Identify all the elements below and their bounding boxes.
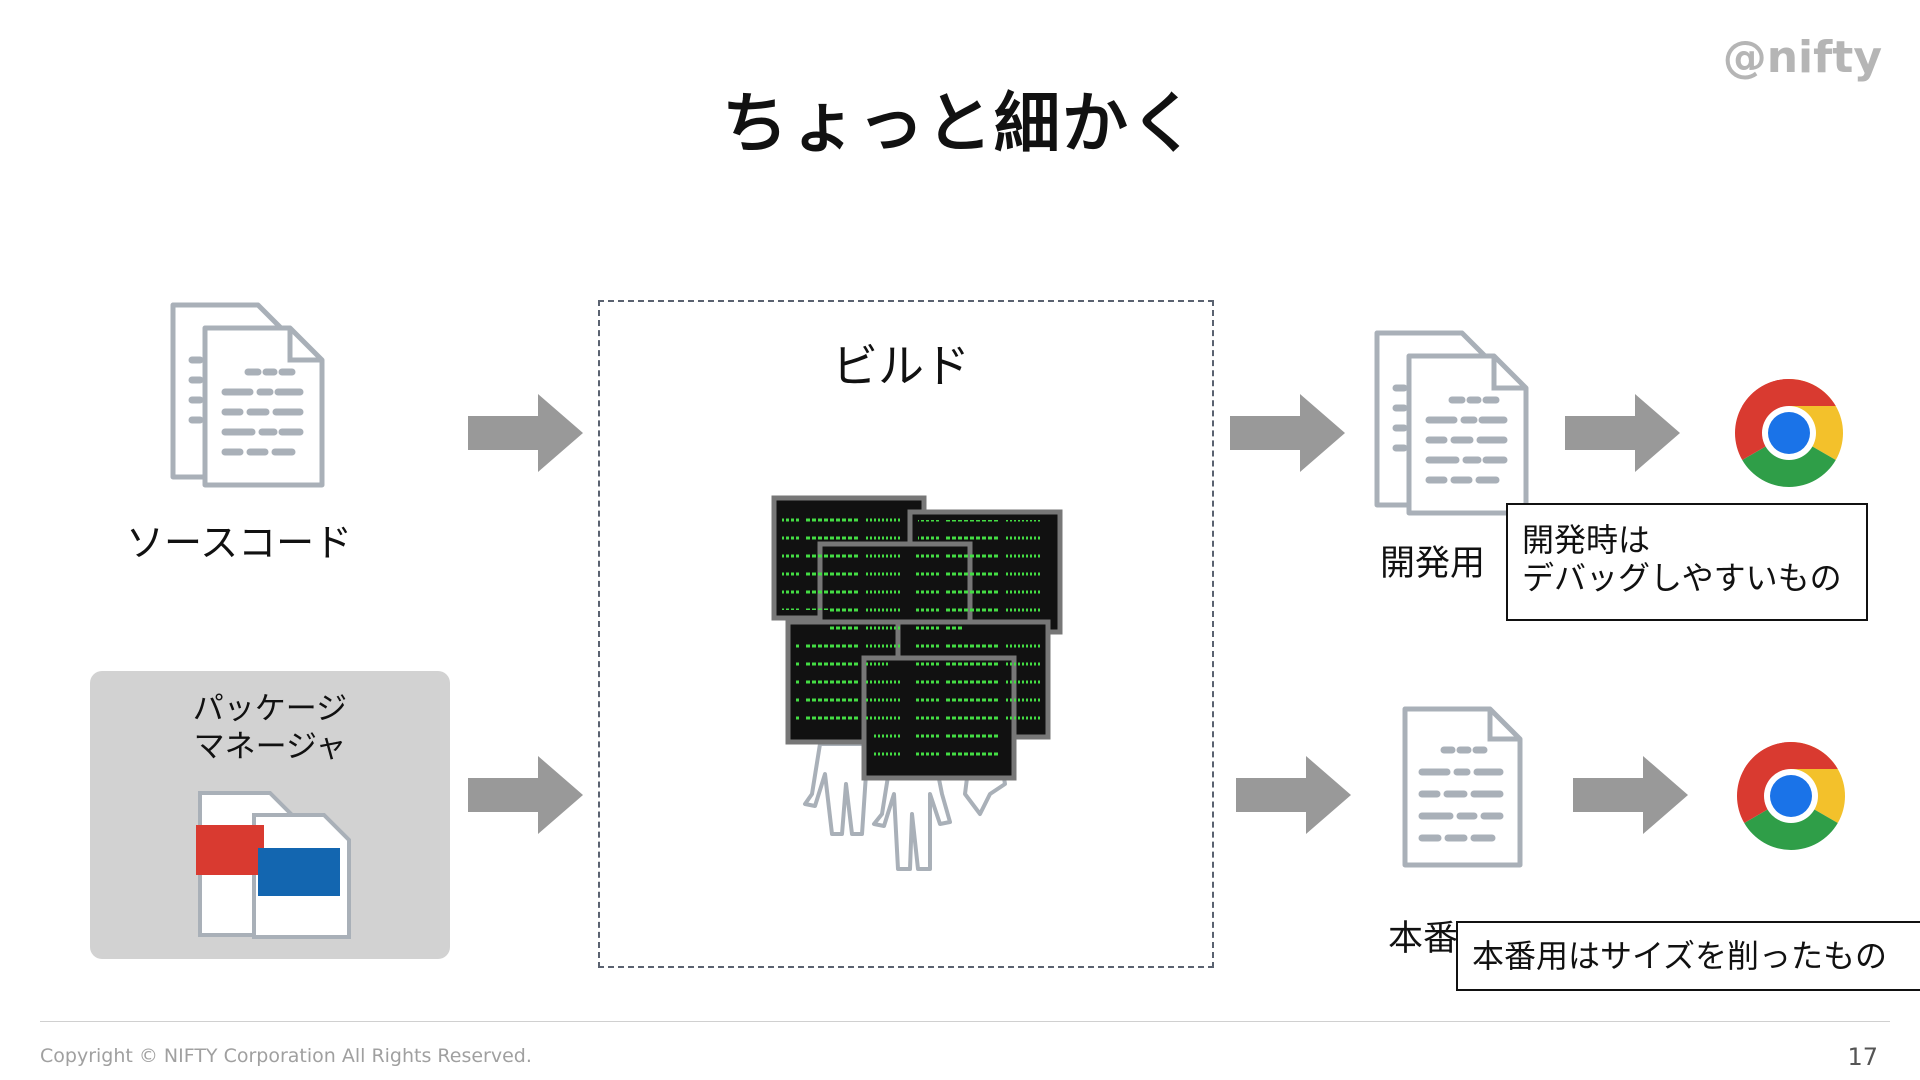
dev-note: 開発時は デバッグしやすいもの [1506,503,1868,621]
package-manager-label-line1: パッケージ [192,691,348,727]
chrome-icon [1734,378,1844,488]
terminal-crowd-icon [771,495,1063,871]
build-box [598,300,1214,968]
arrow-right-icon [468,756,583,834]
package-manager-label-line2: マネージャ [193,729,347,765]
source-code-label: ソースコード [126,521,353,565]
dev-doc-icon [1374,330,1529,516]
build-label: ビルド [832,339,970,393]
arrow-right-icon [1573,756,1688,834]
prod-note: 本番用はサイズを削ったもの [1456,921,1920,991]
page-title: ちょっと細かく [722,85,1198,162]
page-number: 17 [1847,1043,1878,1071]
chrome-icon [1736,741,1846,851]
package-manager-label: パッケージ マネージャ [90,690,450,766]
footer-divider [40,1021,1890,1022]
arrow-right-icon [1230,394,1345,472]
nifty-logo: @nifty [1722,32,1882,83]
arrow-right-icon [468,394,583,472]
arrow-right-icon [1236,756,1351,834]
copyright: Copyright © NIFTY Corporation All Rights… [40,1045,532,1067]
prod-doc-icon [1402,706,1523,868]
dev-label: 開発用 [1380,544,1486,584]
arrow-right-icon [1565,394,1680,472]
package-files-icon [196,791,351,939]
source-code-doc-icon [170,302,325,488]
